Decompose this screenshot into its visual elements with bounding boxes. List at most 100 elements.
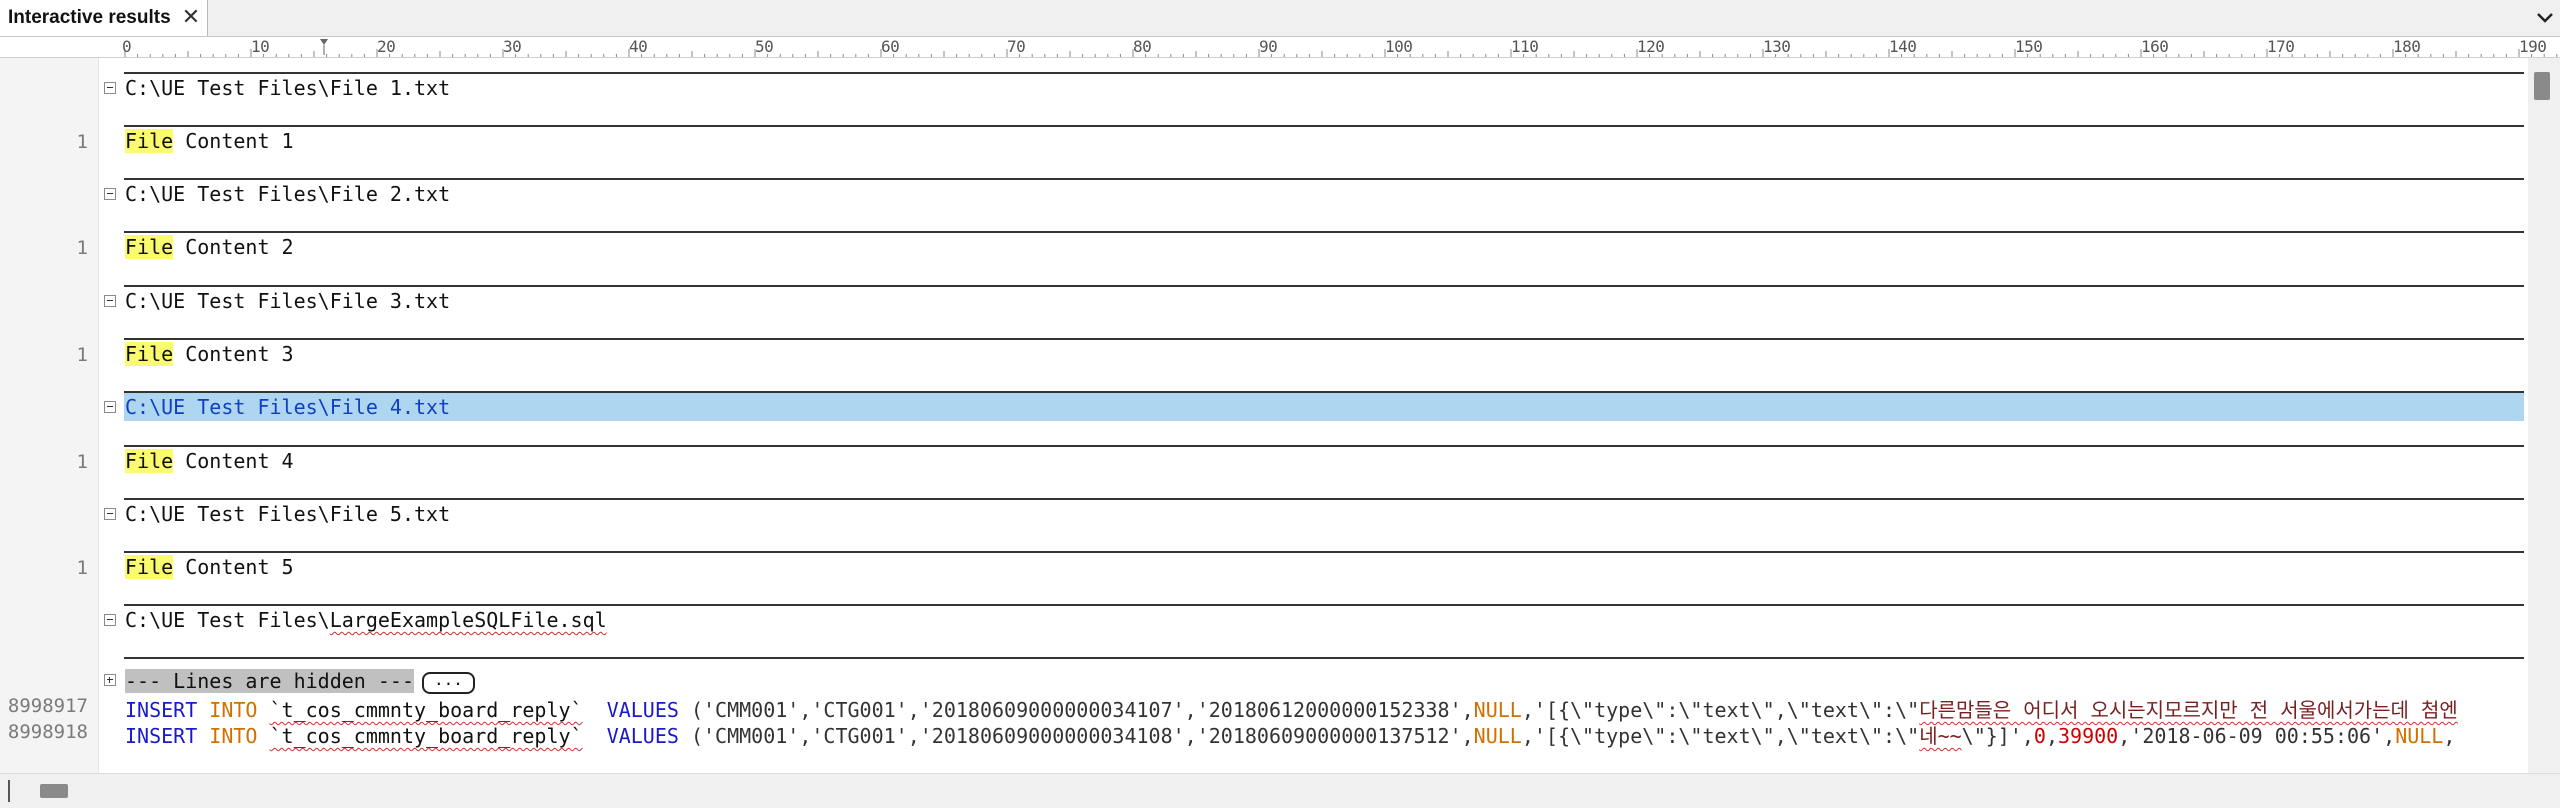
hidden-lines-row[interactable]: --- Lines are hidden ---... (0, 667, 2528, 694)
match-highlight: File (125, 235, 174, 259)
line-number: 1 (76, 557, 88, 579)
ruler-label: 150 (2015, 37, 2043, 56)
keyword: INTO (209, 698, 258, 722)
keyword: INSERT (125, 698, 198, 722)
ruler-label: 170 (2267, 37, 2295, 56)
table-name: `t_cos_cmmnty_board_reply` (269, 698, 583, 722)
line-number: 1 (76, 131, 88, 153)
file-path: C:\UE Test Files\File 3.txt (125, 289, 451, 313)
ruler-label: 120 (1637, 37, 1665, 56)
ruler-label: 30 (503, 37, 522, 56)
sql-date: ,'2018-06-09 00:55:06', (2118, 724, 2396, 748)
expand-icon[interactable] (104, 674, 116, 686)
null-keyword: NULL (1473, 724, 1522, 748)
separator-line (124, 72, 2524, 74)
results-editor[interactable]: C:\UE Test Files\File 1.txt 1 File Conte… (0, 58, 2528, 773)
separator-line (124, 338, 2524, 340)
separator-line (124, 178, 2524, 180)
keyword: INTO (209, 724, 258, 748)
line-number: 1 (76, 237, 88, 259)
match-row[interactable]: 1 File Content 1 (0, 125, 2528, 157)
korean-text: 네~~ (1919, 724, 1962, 748)
match-highlight: File (125, 342, 174, 366)
ruler-label: 160 (2141, 37, 2169, 56)
separator-line (124, 231, 2524, 233)
match-row[interactable]: 1 File Content 4 (0, 445, 2528, 477)
collapse-icon[interactable] (104, 295, 116, 307)
sql-line: INSERT INTO `t_cos_cmmnty_board_reply` V… (125, 694, 2458, 723)
tab-interactive-results[interactable]: Interactive results ✕ (0, 0, 208, 36)
ruler-label: 140 (1889, 37, 1917, 56)
ruler-label: 10 (251, 37, 270, 56)
match-row[interactable]: 1 File Content 2 (0, 231, 2528, 263)
comma: , (2443, 724, 2456, 748)
file-header-row[interactable]: C:\UE Test Files\File 5.txt (0, 498, 2528, 530)
separator-line (124, 657, 2524, 659)
file-header-row-selected[interactable]: C:\UE Test Files\File 4.txt (0, 391, 2528, 423)
match-line: File Content 1 (125, 129, 294, 153)
tab-title: Interactive results (8, 7, 171, 28)
file-path: C:\UE Test Files\File 5.txt (125, 502, 451, 526)
sql-match-row[interactable]: 8998917 INSERT INTO `t_cos_cmmnty_board_… (0, 693, 2528, 722)
line-number: 8998917 (7, 695, 88, 717)
collapse-icon[interactable] (104, 614, 116, 626)
file-path: C:\UE Test Files\File 2.txt (125, 182, 451, 206)
collapse-icon[interactable] (104, 401, 116, 413)
file-header-row[interactable]: C:\UE Test Files\LargeExampleSQLFile.sql (0, 604, 2528, 636)
file-path-prefix: C:\UE Test Files\ (125, 608, 330, 632)
match-row[interactable]: 1 File Content 5 (0, 551, 2528, 583)
file-header-row[interactable]: C:\UE Test Files\File 3.txt (0, 285, 2528, 317)
null-keyword: NULL (2395, 724, 2444, 748)
ruler-label: 190 (2519, 37, 2547, 56)
match-rest: Content 3 (173, 342, 294, 366)
file-header-row[interactable]: C:\UE Test Files\File 1.txt (0, 72, 2528, 104)
close-icon[interactable]: ✕ (181, 4, 201, 29)
comma: , (2045, 724, 2059, 748)
match-line: File Content 5 (125, 555, 294, 579)
line-number-gutter (0, 58, 99, 773)
sql-match-row[interactable]: 8998918 INSERT INTO `t_cos_cmmnty_board_… (0, 719, 2528, 748)
scroll-left-edge (8, 780, 10, 802)
ruler-label: 40 (629, 37, 648, 56)
match-row[interactable]: 1 File Content 3 (0, 338, 2528, 370)
vertical-scroll-thumb[interactable] (2534, 72, 2550, 100)
match-line: File Content 2 (125, 235, 294, 259)
hidden-lines-label: --- Lines are hidden --- (125, 669, 414, 693)
ruler-label: 60 (881, 37, 900, 56)
hidden-lines: --- Lines are hidden ---... (125, 669, 475, 694)
separator-line (124, 498, 2524, 500)
sql-json: ,'[{\"type\":\"text\",\"text\":\" (1521, 724, 1920, 748)
selection-highlight (124, 393, 2524, 421)
match-rest: Content 5 (173, 555, 294, 579)
file-path-name: LargeExampleSQLFile.sql (329, 608, 607, 632)
ruler-label: 80 (1133, 37, 1152, 56)
tab-strip: Interactive results ✕ (0, 0, 2560, 37)
separator-line (124, 445, 2524, 447)
collapse-icon[interactable] (104, 82, 116, 94)
file-path: C:\UE Test Files\LargeExampleSQLFile.sql (125, 608, 607, 632)
horizontal-scrollbar[interactable] (0, 773, 2560, 808)
keyword: VALUES (606, 724, 679, 748)
collapse-icon[interactable] (104, 188, 116, 200)
number-value: 0 (2033, 724, 2046, 748)
separator-line (124, 391, 2524, 393)
table-name: `t_cos_cmmnty_board_reply` (269, 724, 583, 748)
ruler-label: 20 (377, 37, 396, 56)
match-highlight: File (125, 449, 174, 473)
keyword: INSERT (125, 724, 198, 748)
chevron-down-icon[interactable] (2534, 8, 2556, 28)
collapse-icon[interactable] (104, 508, 116, 520)
show-hidden-button[interactable]: ... (421, 671, 475, 694)
vertical-scrollbar[interactable] (2528, 58, 2560, 773)
ruler-label: 70 (1007, 37, 1026, 56)
line-number: 1 (76, 344, 88, 366)
file-header-row[interactable]: C:\UE Test Files\File 2.txt (0, 178, 2528, 210)
sql-values: ('CMM001','CTG001','20180609000000034107… (678, 698, 1474, 722)
horizontal-scroll-thumb[interactable] (40, 784, 68, 798)
match-line: File Content 3 (125, 342, 294, 366)
separator-line (124, 285, 2524, 287)
separator-line (124, 551, 2524, 553)
ruler-label: 90 (1259, 37, 1278, 56)
ruler-label: 0 (122, 37, 132, 56)
sql-line: INSERT INTO `t_cos_cmmnty_board_reply` V… (125, 720, 2455, 749)
